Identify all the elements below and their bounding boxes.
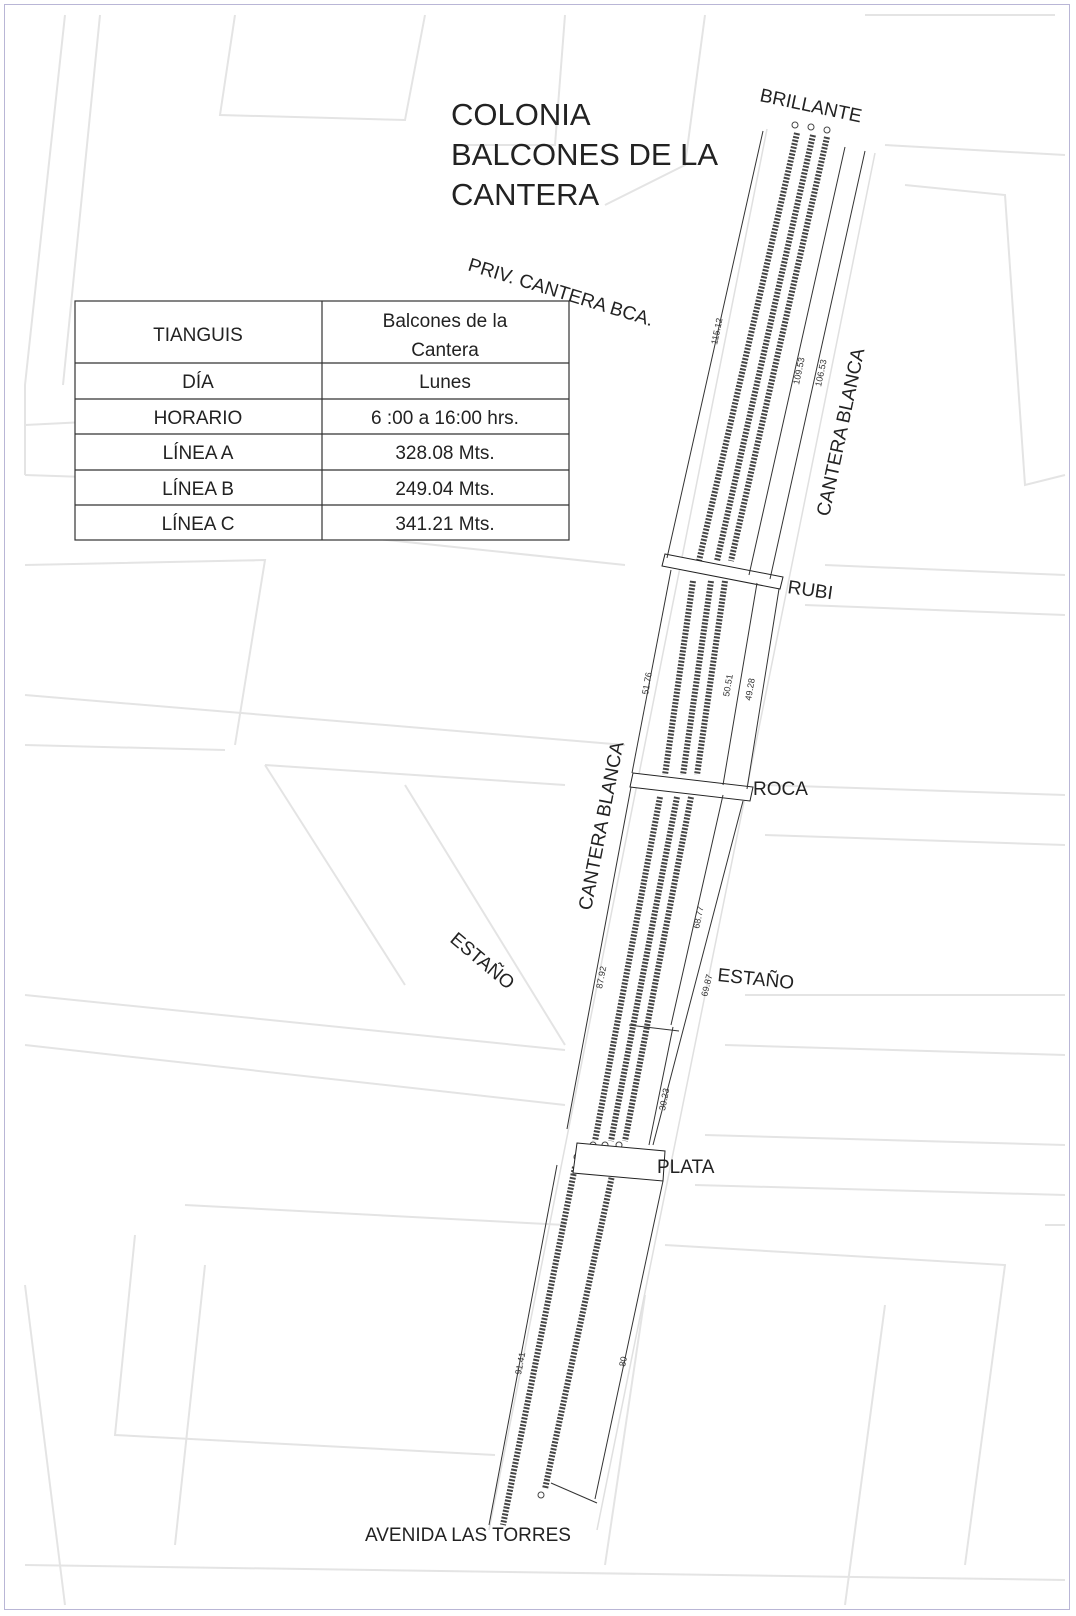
- map-frame: COLONIA BALCONES DE LA CANTERA TIANGUIS …: [4, 4, 1070, 1610]
- dim-label-68: 68.77: [691, 905, 705, 929]
- street-label-cantera-blanca-mid: CANTERA BLANCA: [575, 740, 628, 912]
- table-value-linea-a: 328.08 Mts.: [395, 443, 494, 464]
- stall-line-c-4: [542, 1170, 616, 1490]
- city-blocks: [24, 14, 1066, 1606]
- stall-line-c-1: [728, 136, 830, 562]
- dim-label-51: 51.76: [640, 671, 654, 695]
- stall-line-c-2: [694, 580, 728, 776]
- table-value-tianguis-1: Balcones de la: [383, 311, 508, 332]
- title-line-1: COLONIA: [451, 97, 591, 132]
- table-label-linea-a: LÍNEA A: [163, 443, 234, 464]
- street-label-estano-left: ESTAÑO: [446, 928, 519, 994]
- info-table: TIANGUIS Balcones de la Cantera DÍA Lune…: [74, 300, 570, 541]
- dim-label-91: 91.41: [513, 1351, 527, 1375]
- table-value-tianguis-2: Cantera: [411, 340, 479, 361]
- table-label-tianguis: TIANGUIS: [153, 325, 243, 346]
- street-label-rubi: RUBI: [786, 577, 834, 604]
- table-value-linea-b: 249.04 Mts.: [395, 479, 494, 500]
- cross-street-cuts: [572, 553, 784, 1182]
- dim-label-30: 30.23: [657, 1087, 671, 1111]
- cantera-blanca-corridor: [488, 128, 876, 1531]
- title-line-3: CANTERA: [451, 177, 599, 212]
- table-label-horario: HORARIO: [154, 408, 243, 429]
- street-label-estano-right: ESTAÑO: [716, 964, 795, 994]
- table-value-linea-c: 341.21 Mts.: [395, 514, 494, 535]
- stall-line-a-1: [696, 132, 800, 562]
- stall-line-b-1: [714, 134, 816, 562]
- dim-label-106: 106.53: [813, 358, 829, 387]
- table-label-linea-c: LÍNEA C: [162, 514, 235, 535]
- title-line-2: BALCONES DE LA: [451, 137, 718, 172]
- stall-line-a-3: [592, 796, 663, 1142]
- map-canvas[interactable]: COLONIA BALCONES DE LA CANTERA TIANGUIS …: [5, 5, 1070, 1610]
- stall-line-a-2: [662, 580, 696, 776]
- stall-line-b-3: [608, 796, 680, 1142]
- street-label-plata: PLATA: [657, 1157, 715, 1178]
- table-value-horario: 6 :00 a 16:00 hrs.: [371, 408, 519, 429]
- stall-line-a-4: [500, 1166, 578, 1526]
- dim-label-80: 80: [617, 1356, 629, 1368]
- dim-label-115: 115.12: [709, 317, 724, 345]
- street-label-avenida: AVENIDA LAS TORRES: [365, 1525, 571, 1546]
- dim-label-87: 87.92: [594, 965, 608, 989]
- dimension-lines: [488, 130, 866, 1526]
- table-label-dia: DÍA: [182, 372, 214, 393]
- table-label-linea-b: LÍNEA B: [162, 479, 234, 500]
- dim-label-50: 50.51: [721, 673, 735, 697]
- dim-label-49: 49.28: [743, 677, 757, 701]
- stall-lines: [500, 121, 831, 1526]
- dim-label-109: 109.53: [791, 356, 807, 385]
- street-label-roca: ROCA: [753, 779, 808, 800]
- street-label-brillante: BRILLANTE: [758, 85, 864, 127]
- dimension-labels: 115.12 109.53 106.53 51.76 50.51 49.28 8…: [513, 317, 829, 1375]
- stall-line-c-3: [622, 796, 694, 1142]
- map-title: COLONIA BALCONES DE LA CANTERA: [451, 97, 718, 212]
- table-value-dia: Lunes: [419, 372, 471, 393]
- dim-label-69: 69.87: [699, 973, 714, 997]
- stall-line-b-2: [680, 580, 714, 776]
